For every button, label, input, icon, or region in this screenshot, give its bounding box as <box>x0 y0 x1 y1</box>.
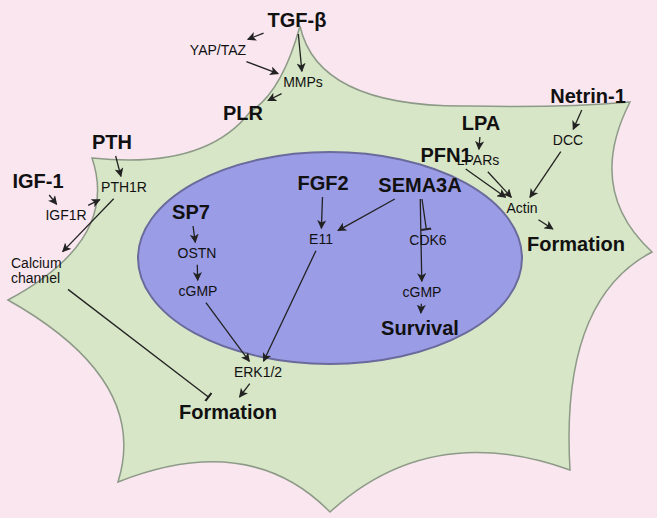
activation-arrow <box>478 137 480 149</box>
signal-label: LPA <box>460 111 503 135</box>
process-label: LPARs <box>455 152 502 169</box>
node-text: IGF-1 <box>12 170 63 192</box>
node-text: Netrin-1 <box>550 85 626 107</box>
process-label: IGF1R <box>43 207 88 224</box>
node-text: FGF2 <box>297 172 348 194</box>
process-label: Actin <box>504 200 539 217</box>
process-label: OSTN <box>176 245 219 262</box>
signal-label: PTH <box>90 130 134 154</box>
process-label: MMPs <box>281 74 325 91</box>
osteocyte-cell <box>8 26 652 512</box>
node-text: SP7 <box>172 201 210 223</box>
signal-label: TGF-β <box>266 8 329 32</box>
node-text: Formation <box>527 233 625 255</box>
signal-label: SEMA3A <box>376 173 463 197</box>
node-text: Calcium channel <box>11 256 77 287</box>
activation-arrow <box>88 200 100 206</box>
activation-arrow <box>420 304 422 313</box>
signal-label: PLR <box>221 101 265 125</box>
node-text: Survival <box>381 317 459 339</box>
node-text: SEMA3A <box>378 174 461 196</box>
activation-arrow <box>573 110 582 129</box>
activation-arrow <box>116 156 121 176</box>
activation-arrow <box>466 169 506 197</box>
activation-arrow <box>206 303 249 362</box>
signal-label: Netrin-1 <box>548 84 628 108</box>
node-text: Formation <box>179 401 277 423</box>
signal-label: Formation <box>177 400 279 424</box>
node-text: PTH1R <box>101 180 147 195</box>
node-text: LPA <box>462 112 501 134</box>
signal-label: Survival <box>379 316 461 340</box>
node-text: ERK1/2 <box>234 365 282 380</box>
process-label: E11 <box>307 231 335 248</box>
activation-arrow <box>268 94 282 101</box>
node-text: CDK6 <box>409 233 446 248</box>
activation-arrow <box>246 62 278 74</box>
signal-label: FGF2 <box>295 171 350 195</box>
process-label: CDK6 <box>407 232 448 249</box>
signal-label: Formation <box>525 232 627 256</box>
activation-arrow <box>248 33 264 39</box>
activation-arrow <box>298 34 302 71</box>
inhibition-arrow <box>422 199 426 229</box>
activation-arrow <box>63 199 114 252</box>
activation-arrow <box>197 265 199 281</box>
inhibition-arrow <box>68 289 208 397</box>
node-text: LPARs <box>457 153 500 168</box>
node-text: IGF1R <box>45 208 86 223</box>
signal-label: IGF-1 <box>10 169 65 193</box>
node-text: OSTN <box>178 246 217 261</box>
process-label: PTH1R <box>99 179 149 196</box>
node-text: Actin <box>506 201 537 216</box>
activation-arrow <box>264 251 316 362</box>
process-label: DCC <box>551 132 585 149</box>
activation-arrow <box>240 384 250 397</box>
process-label: Calcium channel <box>9 255 79 288</box>
node-text: YAP/TAZ <box>190 43 246 58</box>
process-label: cGMP <box>177 283 220 300</box>
activation-arrow <box>538 220 552 229</box>
activation-arrow <box>49 195 56 204</box>
node-text: E11 <box>309 232 333 247</box>
node-text: PTH <box>92 131 132 153</box>
process-label: YAP/TAZ <box>188 42 248 59</box>
node-text: cGMP <box>179 284 218 299</box>
node-text: DCC <box>553 133 583 148</box>
nucleus <box>138 152 522 364</box>
node-text: cGMP <box>403 285 442 300</box>
signal-label: SP7 <box>170 200 212 224</box>
activation-arrow <box>530 152 561 198</box>
process-label: cGMP <box>401 284 444 301</box>
node-text: MMPs <box>283 75 323 90</box>
process-label: ERK1/2 <box>232 364 284 381</box>
activation-arrow <box>193 226 195 242</box>
activation-arrow <box>321 197 322 228</box>
node-text: TGF-β <box>268 9 327 31</box>
activation-arrow <box>338 199 395 231</box>
node-text: PLR <box>223 102 263 124</box>
